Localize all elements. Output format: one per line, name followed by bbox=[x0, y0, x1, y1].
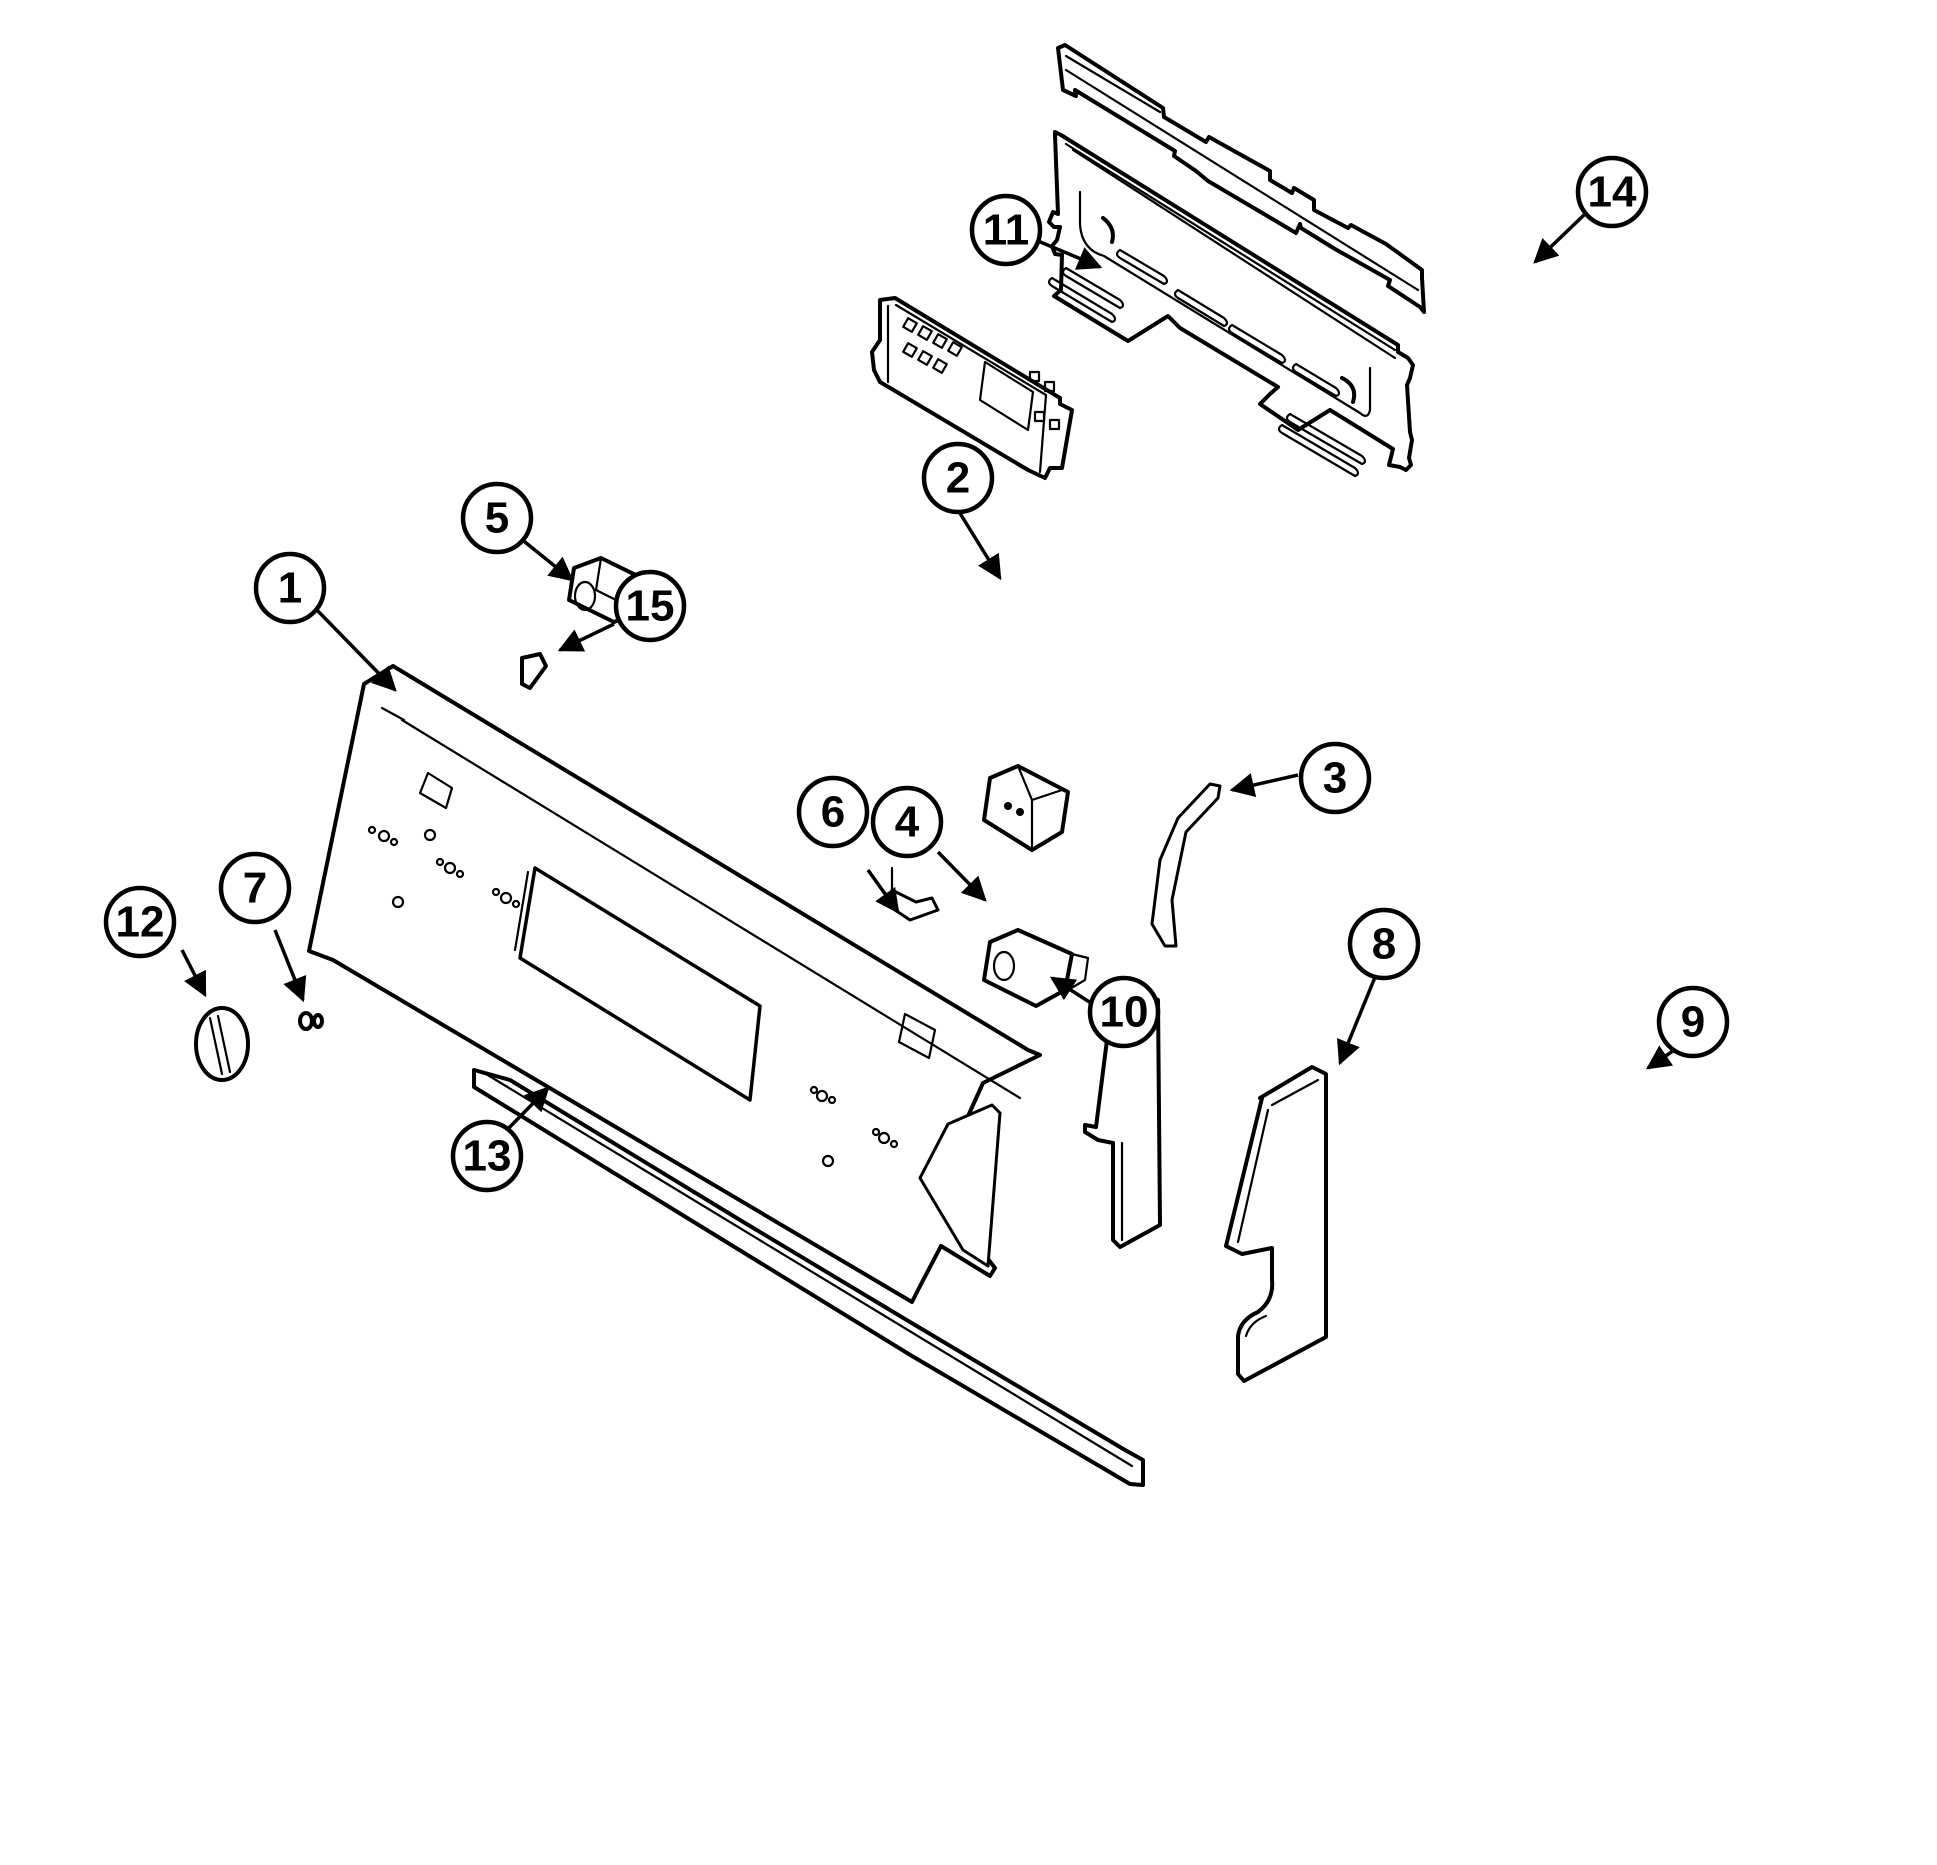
callout-8: 8 bbox=[1347, 907, 1421, 981]
part-right-end-cap[interactable] bbox=[1224, 1065, 1328, 1383]
svg-text:5: 5 bbox=[485, 494, 509, 543]
part-indicator-light[interactable] bbox=[298, 1011, 324, 1031]
callout-4: 4 bbox=[870, 785, 944, 859]
svg-text:6: 6 bbox=[821, 788, 845, 837]
part-trim-strip[interactable] bbox=[472, 1068, 1145, 1487]
callout-2: 2 bbox=[921, 441, 995, 515]
callout-15: 15 bbox=[613, 569, 687, 643]
part-clock-control-board[interactable] bbox=[870, 296, 1074, 480]
callout-11: 11 bbox=[969, 193, 1043, 267]
svg-text:1: 1 bbox=[278, 564, 302, 613]
svg-text:8: 8 bbox=[1372, 920, 1396, 969]
svg-text:2: 2 bbox=[946, 454, 970, 503]
part-switch-clip-6[interactable] bbox=[890, 866, 940, 922]
svg-text:4: 4 bbox=[895, 798, 920, 847]
callout-3: 3 bbox=[1298, 741, 1372, 815]
callout-10: 10 bbox=[1087, 975, 1161, 1049]
part-control-panel[interactable] bbox=[307, 664, 1042, 1304]
part-relay-box[interactable] bbox=[982, 764, 1070, 852]
callout-5: 5 bbox=[460, 481, 534, 555]
svg-text:12: 12 bbox=[116, 898, 165, 947]
svg-text:13: 13 bbox=[463, 1132, 512, 1181]
part-rear-panel[interactable] bbox=[1047, 130, 1415, 478]
callout-7: 7 bbox=[218, 851, 292, 925]
callout-14: 14 bbox=[1575, 155, 1649, 229]
svg-text:11: 11 bbox=[983, 206, 1030, 255]
callout-6: 6 bbox=[796, 775, 870, 849]
svg-text:3: 3 bbox=[1323, 754, 1347, 803]
svg-text:10: 10 bbox=[1100, 988, 1149, 1037]
svg-text:7: 7 bbox=[243, 864, 267, 913]
callout-13: 13 bbox=[450, 1119, 524, 1193]
part-top-trim[interactable] bbox=[1056, 43, 1426, 314]
callout-1: 1 bbox=[253, 551, 327, 625]
part-bracket[interactable] bbox=[1150, 782, 1222, 948]
svg-text:15: 15 bbox=[626, 582, 675, 631]
part-control-knob[interactable] bbox=[194, 1006, 250, 1082]
svg-text:9: 9 bbox=[1681, 998, 1705, 1047]
part-clip-15[interactable] bbox=[520, 652, 548, 690]
callout-12: 12 bbox=[103, 885, 177, 959]
callout-9: 9 bbox=[1656, 985, 1730, 1059]
svg-text:14: 14 bbox=[1588, 168, 1637, 217]
part-rocker-switch-10[interactable] bbox=[982, 928, 1090, 1008]
